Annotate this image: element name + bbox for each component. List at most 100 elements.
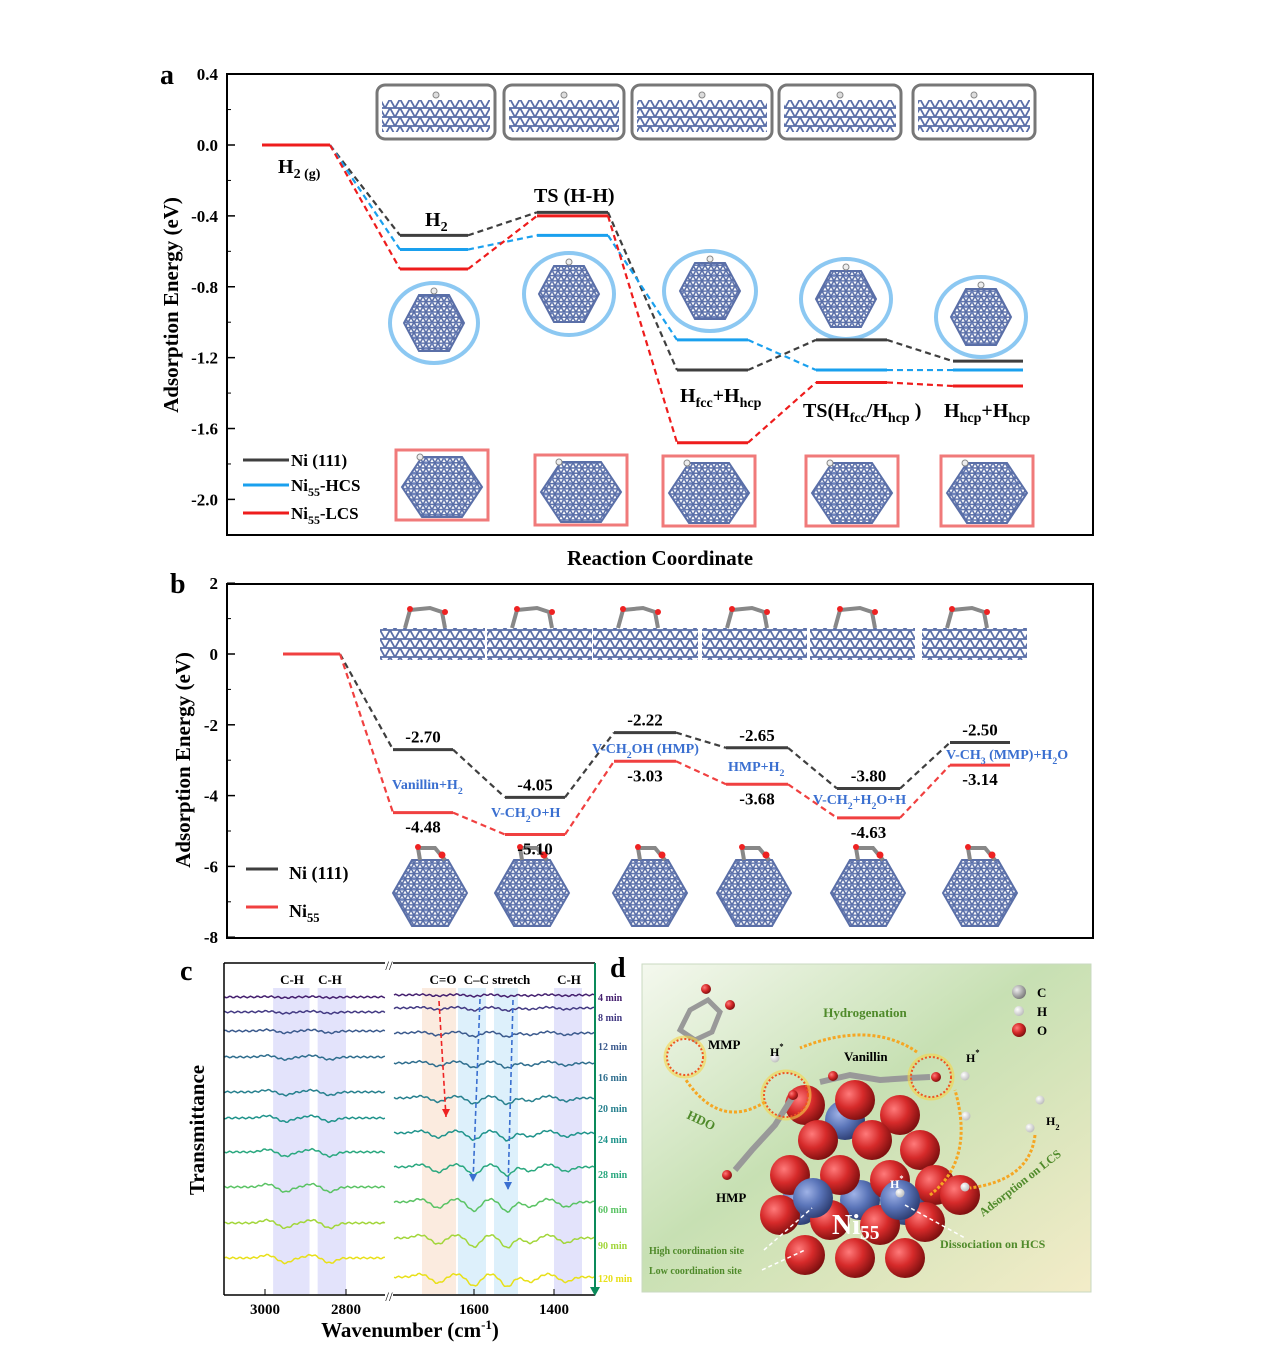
ni-cluster bbox=[829, 859, 907, 927]
oxygen-atom bbox=[828, 1071, 838, 1081]
connector-ni55-lcs bbox=[886, 381, 954, 388]
high-coordination-label: High coordination site bbox=[649, 1246, 745, 1257]
trend-arrow bbox=[438, 1000, 447, 1118]
ni-atom-low-coordination bbox=[785, 1235, 825, 1275]
connector bbox=[564, 760, 615, 836]
hydrogenation-label: Hydrogenation bbox=[823, 1005, 907, 1020]
spectrum-right-4-min bbox=[393, 992, 595, 999]
oxygen-atom bbox=[762, 851, 770, 859]
spectrum-right-60-min bbox=[393, 1197, 595, 1214]
connector-ni55-hcs bbox=[607, 234, 678, 341]
legend-label: Ni (111) bbox=[289, 863, 349, 884]
y-tick-label: -2.0 bbox=[191, 490, 218, 509]
text-part: H bbox=[278, 156, 294, 178]
ni-slab-side-view bbox=[784, 100, 896, 132]
panel-label-c: c bbox=[180, 956, 192, 987]
state-label: TS (H-H) bbox=[534, 185, 615, 207]
ni-atom-low-coordination bbox=[900, 1130, 940, 1170]
text-part: Ni bbox=[291, 504, 308, 523]
energy-value-label: -3.14 bbox=[962, 770, 998, 789]
x-tick-label: 3000 bbox=[250, 1302, 280, 1318]
legend-atom-c bbox=[1012, 985, 1026, 999]
reactive-site-highlight bbox=[763, 1072, 809, 1118]
oxygen-atom bbox=[514, 606, 520, 612]
hydrogen-atom bbox=[560, 91, 568, 99]
text-part: +H bbox=[981, 400, 1008, 422]
state-labels-b: -2.70-4.05-2.22-2.65-3.80-2.50-4.48-5.10… bbox=[392, 711, 1068, 859]
connector bbox=[899, 741, 951, 790]
hydrogen-atom bbox=[842, 263, 850, 271]
time-label: 60 min bbox=[598, 1205, 628, 1216]
legend-atom-label: H bbox=[1037, 1004, 1047, 1019]
hmp-label: HMP bbox=[716, 1190, 746, 1205]
superscript: * bbox=[779, 1042, 783, 1051]
subscript: 2 bbox=[627, 750, 632, 761]
connector-ni55-lcs bbox=[467, 215, 538, 270]
ni-slab-side-view bbox=[593, 628, 698, 660]
oxygen-atom bbox=[407, 606, 413, 612]
ni-atom-high-coordination bbox=[880, 1180, 920, 1220]
y-tick-label: 0.0 bbox=[197, 136, 218, 155]
y-tick-label: -6 bbox=[204, 857, 218, 876]
connector-ni-111- bbox=[467, 211, 538, 237]
energy-value-label: -4.05 bbox=[517, 775, 552, 794]
oxygen-atom bbox=[442, 609, 448, 615]
state-label: Hfcc+Hhcp bbox=[680, 385, 762, 411]
connector-ni55-hcs bbox=[329, 144, 401, 251]
ni-atom-low-coordination bbox=[880, 1095, 920, 1135]
state-label: HMP+H2 bbox=[728, 760, 785, 779]
subscript: 3 bbox=[981, 756, 986, 767]
text-part: TS(H bbox=[803, 400, 850, 422]
ni-cluster bbox=[391, 859, 469, 927]
low-coordination-label: Low coordination site bbox=[649, 1266, 742, 1277]
subscript: 2 bbox=[441, 220, 448, 235]
energy-value-label: -3.68 bbox=[739, 789, 774, 808]
state-label: Vanillin+H2 bbox=[392, 778, 463, 797]
legend-atom-label: C bbox=[1037, 985, 1046, 1000]
oxygen-atom bbox=[658, 851, 666, 859]
pointer-line bbox=[904, 1204, 966, 1239]
ni-slab-side-view bbox=[637, 100, 767, 132]
plot-frame-b bbox=[226, 583, 1094, 939]
energy-value-label: -2.22 bbox=[627, 711, 662, 730]
dissociation-to-vanillin-arrow bbox=[929, 1089, 963, 1197]
oxygen-atom bbox=[872, 609, 878, 615]
spectrum-left-24-min bbox=[224, 1114, 386, 1124]
spectrum-left-120-min bbox=[224, 1253, 385, 1265]
ni-slab-side-view bbox=[810, 628, 915, 660]
ni-slab-side-view bbox=[702, 628, 807, 660]
oxygen-atom bbox=[965, 844, 971, 850]
superscript: * bbox=[899, 1174, 903, 1183]
spectrum-left-16-min bbox=[224, 1054, 386, 1061]
y-tick-label: -1.6 bbox=[191, 420, 218, 439]
axis-break-top: // bbox=[385, 958, 393, 973]
h2-label: H2 bbox=[1046, 1114, 1060, 1132]
molecule bbox=[833, 605, 877, 629]
oxygen-atom bbox=[415, 844, 421, 850]
ni-atom-low-coordination bbox=[760, 1195, 800, 1235]
energy-value-label: -5.10 bbox=[517, 840, 552, 859]
time-label: 24 min bbox=[598, 1135, 628, 1146]
text-part: H bbox=[890, 1177, 900, 1191]
state-label: H2 bbox=[425, 209, 448, 235]
oxygen-atom bbox=[517, 844, 523, 850]
text-part: V-CH bbox=[592, 742, 627, 757]
legend-label: Ni55 bbox=[289, 901, 320, 925]
connector-ni55-hcs bbox=[747, 338, 817, 372]
oxygen-atom bbox=[701, 984, 711, 994]
arrowhead bbox=[504, 1182, 512, 1190]
x-label-tail: ) bbox=[492, 1318, 499, 1342]
x-tick-label: 1400 bbox=[539, 1302, 569, 1318]
panel-label-d: d bbox=[610, 953, 626, 984]
plot-frame-a bbox=[226, 73, 1094, 536]
molecule bbox=[945, 605, 989, 629]
text-part: (MMP)+H bbox=[986, 748, 1053, 763]
y-axis-a: 0.40.0-0.4-0.8-1.2-1.6-2.0 bbox=[191, 65, 235, 509]
ni-atom-low-coordination bbox=[835, 1080, 875, 1120]
h-star-label: H* bbox=[966, 1048, 980, 1065]
state-label: TS(Hfcc/Hhcp ) bbox=[803, 400, 921, 426]
y-tick-label: -4 bbox=[204, 787, 219, 806]
